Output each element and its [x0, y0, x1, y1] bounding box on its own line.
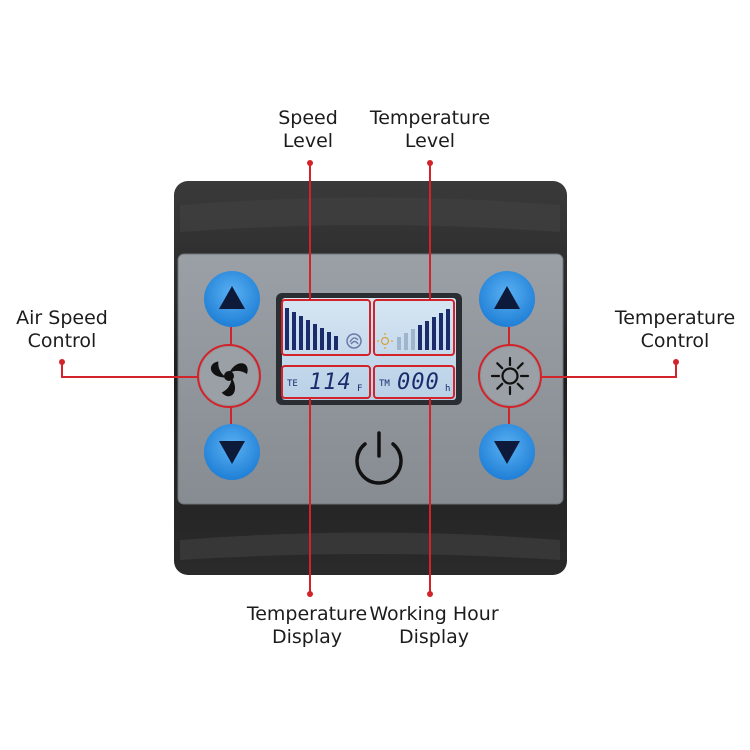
temperature-level-label: Temperature Level: [370, 107, 490, 153]
hour-prefix: TM: [379, 379, 390, 389]
working-hour-display-label: Working Hour Display: [369, 603, 498, 649]
speed-level-highlight: [281, 299, 371, 356]
temperature-down-button[interactable]: [479, 424, 535, 480]
speed-up-button[interactable]: [204, 271, 260, 327]
temperature-level-label-line1: Temperature: [369, 107, 491, 129]
temperature-display-label: Temperature Display: [247, 603, 367, 649]
temperature-display-label-line1: Temperature: [246, 603, 368, 625]
temp-prefix: TE: [287, 379, 298, 389]
fan-icon: [210, 361, 248, 397]
triangle-down-icon: [219, 441, 245, 464]
temperature-level-label-line2: Level: [404, 130, 456, 152]
temperature-up-button[interactable]: [479, 271, 535, 327]
temperature-control-label: Temperature Control: [615, 307, 735, 353]
temperature-control-button[interactable]: [481, 347, 539, 405]
fan-mini-icon: [346, 333, 362, 349]
temperature-control-label-line1: Temperature: [614, 307, 736, 329]
triangle-down-icon: [494, 441, 520, 464]
working-hour-display-label-line2: Display: [398, 626, 470, 648]
power-button[interactable]: [355, 431, 403, 485]
triangle-up-icon: [494, 286, 520, 309]
air-speed-control-button[interactable]: [200, 347, 258, 405]
working-hour-display-label-line1: Working Hour: [369, 603, 499, 625]
temp-unit: F: [357, 384, 362, 394]
speed-level-label-line1: Speed: [278, 107, 338, 129]
hour-unit: h: [445, 384, 450, 394]
triangle-up-icon: [219, 286, 245, 309]
speed-level-label: Speed Level: [278, 107, 338, 153]
air-speed-control-label-line2: Control: [27, 330, 97, 352]
temp-value: 114: [309, 370, 352, 395]
hour-value: 000: [397, 370, 440, 395]
sun-icon: [490, 356, 530, 396]
speed-level-bars: [285, 308, 338, 350]
air-speed-control-label: Air Speed Control: [16, 307, 108, 353]
power-icon: [355, 431, 403, 485]
speed-down-button[interactable]: [204, 424, 260, 480]
speed-level-label-line2: Level: [282, 130, 334, 152]
temperature-display-label-line2: Display: [271, 626, 343, 648]
working-hour-display-highlight: [373, 365, 455, 399]
sun-mini-icon: [377, 333, 393, 349]
air-speed-control-label-line1: Air Speed: [16, 307, 108, 329]
callout-dots: [59, 160, 679, 597]
temperature-display-highlight: [281, 365, 371, 399]
callout-lines: [61, 163, 677, 594]
temperature-control-label-line2: Control: [640, 330, 710, 352]
temperature-level-highlight: [373, 299, 455, 356]
temperature-level-bars: [397, 309, 450, 350]
